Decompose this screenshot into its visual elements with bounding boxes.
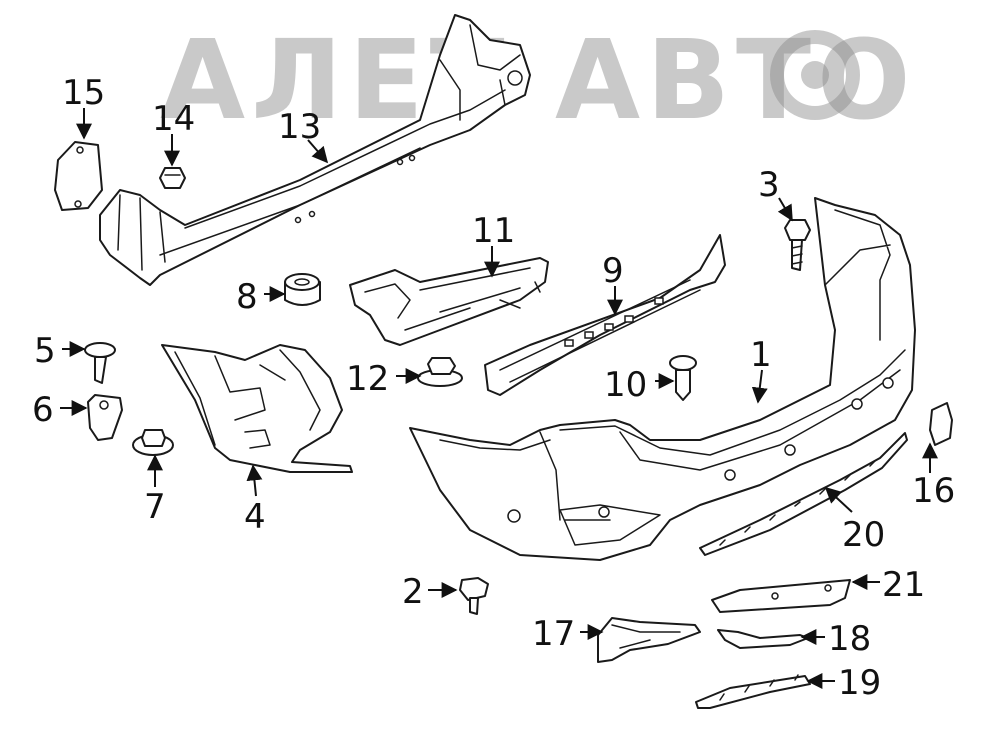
part-12-nut <box>417 357 463 387</box>
callout-1: 1 <box>750 335 772 375</box>
callout-17: 17 <box>532 614 575 654</box>
part-14-nut <box>159 167 186 189</box>
callout-10: 10 <box>604 365 647 405</box>
callout-13: 13 <box>278 107 321 147</box>
part-4-side-bracket <box>161 344 353 473</box>
part-11-bracket <box>349 257 549 346</box>
part-10-clip <box>669 355 697 401</box>
part-21-reflector <box>711 579 851 613</box>
callout-labels: 15 14 13 8 11 9 12 10 1 3 5 6 7 4 16 20 … <box>32 73 955 703</box>
part-2-bolt <box>459 577 489 615</box>
callout-12: 12 <box>346 359 389 399</box>
callout-8: 8 <box>236 277 258 317</box>
callout-9: 9 <box>602 251 624 291</box>
callout-20: 20 <box>842 515 885 555</box>
callout-18: 18 <box>828 619 871 659</box>
part-18-molding <box>717 629 809 649</box>
part-3-bolt <box>784 219 811 271</box>
callout-14: 14 <box>152 99 195 139</box>
leader-lines <box>60 108 938 689</box>
part-20-lower-strip <box>699 432 908 556</box>
callout-6: 6 <box>32 390 54 430</box>
callout-7: 7 <box>144 487 166 527</box>
part-7-flange-nut <box>132 429 174 456</box>
part-17-corner-trim <box>597 617 701 663</box>
watermark-text: АЛЕТ АВТО <box>160 16 917 144</box>
callout-5: 5 <box>34 331 56 371</box>
part-15-cap <box>54 141 103 211</box>
part-9-bracket <box>484 234 726 396</box>
part-6-clip-nut <box>87 394 123 441</box>
part-19-lower-molding <box>695 674 811 709</box>
callout-3: 3 <box>758 165 780 205</box>
watermark: АЛЕТ АВТО <box>160 16 917 144</box>
callout-21: 21 <box>882 565 925 605</box>
part-5-bolt <box>84 342 116 384</box>
callout-15: 15 <box>62 73 105 113</box>
gear-logo-icon <box>770 30 860 120</box>
part-8-buffer <box>284 273 321 306</box>
callout-11: 11 <box>472 211 515 251</box>
part-1-bumper-cover <box>409 197 916 561</box>
callout-2: 2 <box>402 572 424 612</box>
callout-16: 16 <box>912 471 955 511</box>
part-13-bumper-reinforcement <box>99 14 531 286</box>
callout-19: 19 <box>838 663 881 703</box>
callout-4: 4 <box>244 497 266 537</box>
part-16-trim <box>929 402 953 446</box>
